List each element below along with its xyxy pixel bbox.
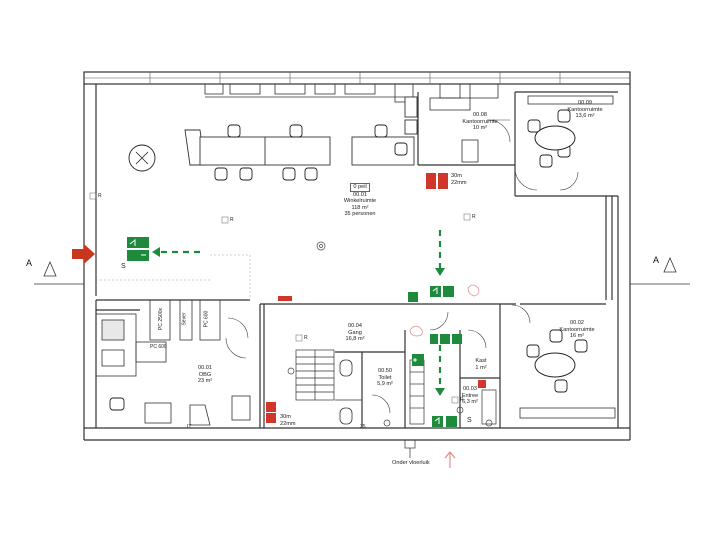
room-area: 5,9 m² — [377, 381, 393, 388]
room-label-entree: 00.03 Entree 6,3 m² — [455, 386, 485, 406]
server-equipment — [95, 299, 251, 426]
exit-arrow-icon — [444, 451, 456, 468]
fire-hose-signs — [266, 173, 486, 423]
exit-signs — [127, 237, 462, 427]
hose-diameter: 22mm — [451, 179, 467, 186]
smoke-detectors — [287, 241, 493, 427]
room-label-gang: 00.04 Gang 16,8 m² — [335, 323, 375, 343]
room-name: Kantoorruimte — [462, 118, 498, 125]
sr-mark-2: R — [472, 214, 476, 220]
sr-mark-5: R — [98, 193, 102, 199]
floor-level: 0 peil — [350, 183, 370, 192]
entrance-arrow-icon — [72, 244, 95, 264]
floor-hatch-label: Onder vloerluik — [392, 460, 430, 466]
room-area: 16 m² — [569, 333, 585, 340]
room-label-kast: Kast 1 m² — [468, 358, 494, 371]
room-name: Kast — [475, 358, 487, 364]
escape-route-arrows — [152, 230, 445, 396]
room-number: 00.50 — [378, 368, 392, 374]
room-number: 00.08 — [473, 112, 487, 118]
guide-lines — [96, 254, 251, 300]
room-label-kantoor-0002: 00.02 Kantoorruimte 16 m² — [552, 320, 602, 340]
sr-mark-4: R — [460, 397, 464, 403]
section-line-right — [630, 256, 690, 285]
hose-diameter: 22mm — [280, 420, 296, 427]
rack-label-2: Sever — [181, 312, 188, 326]
fire-hose-label-top: 30m 22mm — [451, 173, 467, 186]
sr-marks — [89, 192, 471, 404]
round-display-table — [128, 144, 156, 172]
room-number: 00.02 — [570, 320, 584, 326]
room-number: 00.03 — [463, 386, 477, 392]
hose-length: 30m — [280, 414, 291, 420]
section-mark-left: A — [26, 258, 33, 268]
desks — [184, 96, 418, 166]
section-line-left — [34, 260, 84, 285]
hose-length: 30m — [451, 173, 462, 179]
top-facade-windows — [84, 72, 630, 84]
fire-hose-label-bottom: 30m 22mm — [280, 414, 296, 427]
room-area: 10 m² — [472, 125, 488, 132]
rack-label-3: PC 600 — [203, 310, 210, 328]
room-name: OBG — [198, 371, 212, 378]
top-wall-cabinets — [204, 83, 499, 103]
exit-sign-glyphs — [129, 238, 440, 424]
toilets — [335, 359, 362, 425]
room-area: 13,6 m² — [575, 113, 595, 120]
dash-label-35: 35 — [360, 424, 366, 430]
room-name: Toilet — [378, 374, 392, 381]
exit-sign-s-left: S — [121, 263, 126, 270]
interior-walls — [95, 91, 618, 428]
room-number: 00.01 — [198, 365, 212, 371]
room-label-kantoor-0009: 00.09 Kantoorruimte 13,6 m² — [560, 100, 610, 120]
office-desks — [429, 95, 616, 419]
room-number: 00.04 — [348, 323, 362, 329]
room-name: Kantoorruimte — [567, 106, 603, 113]
sr-mark-3: R — [304, 335, 308, 341]
meeting-tables — [534, 125, 576, 378]
sketch-marks — [409, 284, 480, 337]
room-name: Entree — [461, 392, 479, 399]
dash-label-it: IT — [187, 424, 192, 430]
room-area: 118 m² — [351, 204, 369, 211]
room-area: 1 m² — [475, 364, 487, 371]
floor-hatch-marker — [404, 439, 416, 458]
room-area: 6,3 m² — [462, 399, 478, 406]
stairs — [295, 349, 335, 401]
room-label-toilet: 00.50 Toilet 5,9 m² — [370, 368, 400, 388]
room-number: 00.01 — [353, 191, 367, 198]
room-occupancy: 35 personen — [344, 211, 376, 218]
room-area: 23 m² — [197, 378, 213, 385]
section-mark-right: A — [653, 255, 660, 265]
rack-label-1: PC 2500x — [157, 308, 164, 330]
room-area: 16,8 m² — [345, 336, 365, 343]
room-number: 00.09 — [578, 100, 592, 106]
room-label-winkelruimte: 0 peil 00.01 Winkelruimte 118 m² 35 pers… — [330, 183, 390, 218]
exit-sign-s-right: S — [467, 417, 472, 424]
doors — [225, 119, 579, 414]
room-name: Gang — [348, 329, 362, 336]
room-label-obg: 00.01 OBG 23 m² — [190, 365, 220, 385]
room-label-kantoor-0008: 00.08 Kantoorruimte 10 m² — [455, 112, 505, 132]
room-name: Kantoorruimte — [559, 326, 595, 333]
rack-label-4: PC 600 — [150, 344, 167, 350]
room-name: Winkelruimte — [343, 198, 377, 205]
sr-mark-1: R — [230, 217, 234, 223]
